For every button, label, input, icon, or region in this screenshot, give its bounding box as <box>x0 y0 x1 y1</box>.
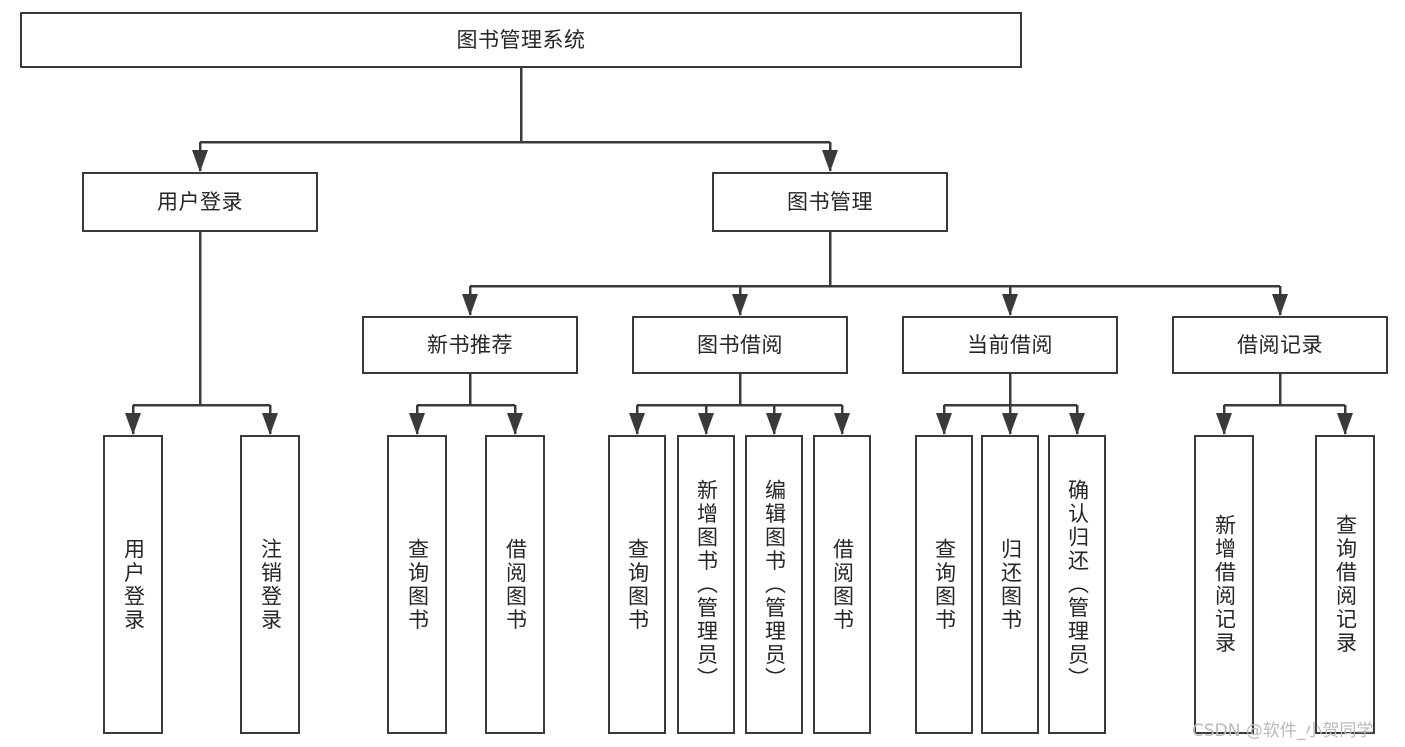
node-leaf-edit-book[interactable]: 编辑图书（管理员） <box>745 435 803 734</box>
node-current-borrow[interactable]: 当前借阅 <box>902 316 1118 374</box>
node-label: 借阅图书 <box>830 537 855 632</box>
node-label: 用户登录 <box>121 537 146 632</box>
node-label: 用户登录 <box>157 189 243 214</box>
node-label: 新书推荐 <box>427 332 513 357</box>
node-label: 确认归还（管理员） <box>1065 478 1090 691</box>
node-label: 查询借阅记录 <box>1333 514 1358 655</box>
watermark-label: CSDN @软件_小贺同学 <box>1192 721 1374 741</box>
node-label: 查询图书 <box>625 537 650 632</box>
node-leaf-add-borrow-record[interactable]: 新增借阅记录 <box>1194 435 1254 734</box>
node-label: 注销登录 <box>258 537 283 632</box>
node-label: 借阅记录 <box>1237 332 1323 357</box>
node-new-book-rec[interactable]: 新书推荐 <box>362 316 578 374</box>
node-root[interactable]: 图书管理系统 <box>20 12 1022 68</box>
node-borrow-record[interactable]: 借阅记录 <box>1172 316 1388 374</box>
node-label: 当前借阅 <box>967 332 1053 357</box>
node-label: 查询图书 <box>405 537 430 632</box>
node-book-manage[interactable]: 图书管理 <box>712 172 948 232</box>
node-label: 新增图书（管理员） <box>694 478 719 691</box>
node-label: 图书管理 <box>787 189 873 214</box>
node-label: 编辑图书（管理员） <box>762 478 787 691</box>
node-leaf-add-book[interactable]: 新增图书（管理员） <box>677 435 735 734</box>
node-label: 归还图书 <box>998 537 1023 632</box>
node-leaf-return-book[interactable]: 归还图书 <box>981 435 1039 734</box>
node-book-borrow[interactable]: 图书借阅 <box>632 316 848 374</box>
node-user-login[interactable]: 用户登录 <box>82 172 318 232</box>
node-label: 图书借阅 <box>697 332 783 357</box>
node-leaf-query-book-borrow[interactable]: 查询图书 <box>608 435 666 734</box>
node-label: 查询图书 <box>932 537 957 632</box>
node-label: 新增借阅记录 <box>1212 514 1237 655</box>
node-label: 借阅图书 <box>503 537 528 632</box>
node-leaf-user-logout[interactable]: 注销登录 <box>240 435 300 734</box>
node-leaf-borrow-book[interactable]: 借阅图书 <box>813 435 871 734</box>
node-leaf-query-borrow-record[interactable]: 查询借阅记录 <box>1315 435 1375 734</box>
node-leaf-user-login[interactable]: 用户登录 <box>103 435 163 734</box>
node-label: 图书管理系统 <box>456 27 586 52</box>
node-leaf-confirm-return[interactable]: 确认归还（管理员） <box>1048 435 1106 734</box>
node-leaf-query-book-current[interactable]: 查询图书 <box>915 435 973 734</box>
node-leaf-query-book-rec[interactable]: 查询图书 <box>387 435 447 734</box>
node-leaf-borrow-book-rec[interactable]: 借阅图书 <box>485 435 545 734</box>
